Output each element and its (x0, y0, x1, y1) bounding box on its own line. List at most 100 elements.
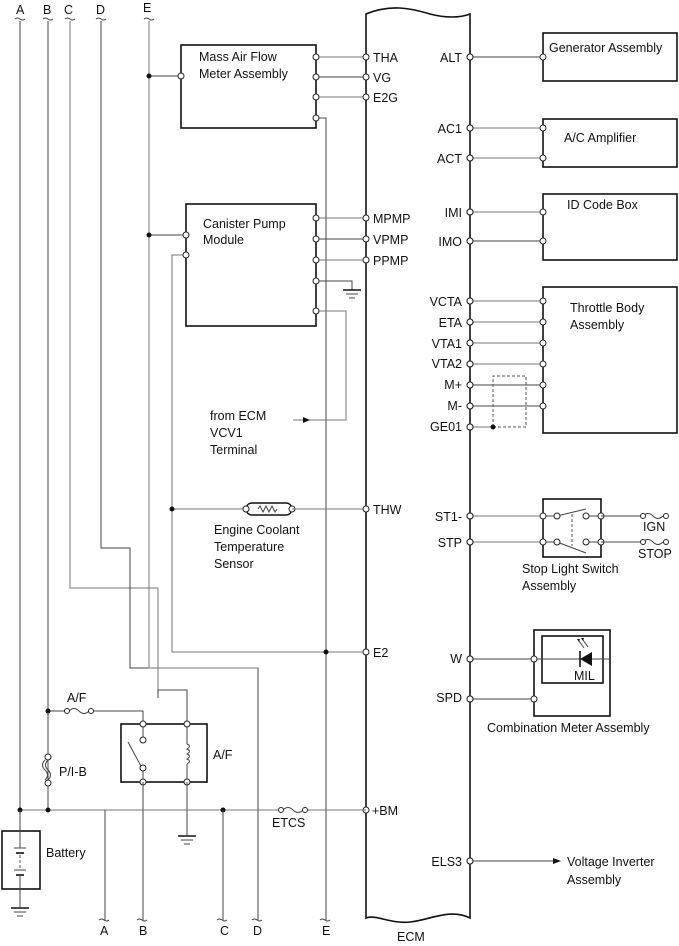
svg-text:Canister Pump: Canister Pump (203, 217, 286, 231)
pin-ac1: AC1 (438, 122, 462, 136)
ecm-right-pin-terminal (466, 360, 474, 368)
top-connector-labels: A B C D E (16, 1, 151, 17)
power-bus: ETCS (17, 807, 366, 920)
ecm-right-pin-terminal (466, 318, 474, 326)
connector-label-bottom-d: D (253, 924, 262, 938)
pin-thw: THW (373, 503, 402, 517)
bottom-break-marks (98, 918, 331, 922)
pin-act: ACT (437, 152, 462, 166)
svg-text:ID Code Box: ID Code Box (567, 198, 639, 212)
svg-text:Mass Air Flow: Mass Air Flow (199, 50, 278, 64)
ecm-right-pins: ALT AC1 ACT IMI IMO VCTA ETA VTA1 VTA2 M… (430, 51, 463, 869)
ecm-right-pin-terminal (466, 124, 474, 132)
ecm-right-pin-terminal (466, 655, 474, 663)
connector-label-bottom-e: E (322, 924, 330, 938)
ecm-right-pin-terminal (466, 339, 474, 347)
pin-tha: THA (373, 51, 399, 65)
ecm-right-pin-terminal (466, 237, 474, 245)
svg-text:VCV1: VCV1 (210, 426, 243, 440)
ecm-right-pin-terminal (466, 53, 474, 61)
pin-imi: IMI (445, 206, 462, 220)
bottom-connector-labels: A B C D E (100, 924, 330, 938)
canister-pump-module: Canister Pump Module (146, 203, 366, 653)
ecm-right-pin-terminal (466, 208, 474, 216)
ecm-right-pin-terminal (466, 512, 474, 520)
pin-vcta: VCTA (430, 295, 463, 309)
pin-m-minus: M- (447, 399, 462, 413)
ecm-right-pin-terminal (466, 538, 474, 546)
etcs-label: ETCS (272, 816, 305, 830)
pin-e2: E2 (373, 646, 388, 660)
svg-text:Engine Coolant: Engine Coolant (214, 523, 300, 537)
bus-lines (19, 21, 259, 920)
svg-text:Terminal: Terminal (210, 443, 257, 457)
ecm-right-pin-terminal (466, 381, 474, 389)
svg-text:Voltage Inverter: Voltage Inverter (567, 855, 655, 869)
svg-text:P/I-B: P/I-B (59, 765, 87, 779)
svg-text:Meter Assembly: Meter Assembly (199, 67, 289, 81)
svg-text:Battery: Battery (46, 846, 86, 860)
connector-label-bottom-a: A (100, 924, 109, 938)
connector-label-top-d: D (96, 3, 105, 17)
combination-meter-assembly: MIL Combination Meter Assembly (466, 629, 650, 735)
ecm-right-pin-terminal (466, 695, 474, 703)
pin-spd: SPD (436, 691, 462, 705)
pin-alt: ALT (440, 51, 462, 65)
maf-meter-assembly: Mass Air Flow Meter Assembly (146, 44, 366, 920)
ecm-right-pin-terminal (466, 857, 474, 865)
svg-text:A/F: A/F (213, 748, 233, 762)
ac-amplifier: A/C Amplifier (466, 118, 678, 168)
ecm-right-pin-terminal (466, 423, 474, 431)
svg-text:Throttle Body: Throttle Body (570, 301, 645, 315)
connector-label-bottom-c: C (220, 924, 229, 938)
svg-text:Stop Light Switch: Stop Light Switch (522, 562, 619, 576)
svg-text:A/C Amplifier: A/C Amplifier (564, 131, 636, 145)
voltage-inverter-assembly: Voltage Inverter Assembly (466, 855, 655, 887)
pin-ge01: GE01 (430, 420, 462, 434)
ecm-right-pin-terminal (466, 402, 474, 410)
ign-label: IGN (643, 520, 665, 534)
pin-vta1: VTA1 (432, 337, 462, 351)
engine-coolant-temperature-sensor: Engine Coolant Temperature Sensor (169, 502, 366, 571)
from-ecm-vcv1-note: from ECM VCV1 Terminal (210, 409, 266, 457)
id-code-box: ID Code Box (466, 193, 678, 261)
pin-m-plus: M+ (444, 378, 462, 392)
pin-els3: ELS3 (431, 855, 462, 869)
stop-light-switch-assembly: IGN STOP Stop Light Switch Assembly (466, 498, 672, 593)
mil-label: MIL (574, 669, 595, 683)
pin-w: W (450, 652, 462, 666)
connector-label-top-a: A (16, 3, 25, 17)
pin-ppmp: PPMP (373, 254, 408, 268)
svg-text:Assembly: Assembly (522, 579, 577, 593)
af-relay: A/F (120, 689, 233, 920)
svg-text:Assembly: Assembly (570, 318, 625, 332)
top-break-marks (14, 17, 155, 21)
svg-text:Combination Meter Assembly: Combination Meter Assembly (487, 721, 650, 735)
pib-fuse: P/I-B (42, 753, 87, 787)
svg-text:Sensor: Sensor (214, 557, 254, 571)
ecm-body (365, 7, 471, 924)
generator-assembly: Generator Assembly (466, 32, 678, 82)
af-fuse: A/F (45, 691, 144, 724)
pin-stp: STP (438, 536, 462, 550)
svg-text:Assembly: Assembly (567, 873, 622, 887)
pin-vg: VG (373, 71, 391, 85)
svg-text:A/F: A/F (67, 691, 87, 705)
pin-eta: ETA (439, 316, 463, 330)
pin-plus-bm: +BM (372, 804, 398, 818)
pin-vpmp: VPMP (373, 233, 408, 247)
ecm-left-pins: THA VG E2G MPMP VPMP PPMP THW E2 +BM (362, 51, 411, 818)
connector-label-top-e: E (143, 1, 151, 15)
pin-vta2: VTA2 (432, 357, 462, 371)
pin-e2g: E2G (373, 91, 398, 105)
pin-mpmp: MPMP (373, 212, 411, 226)
ecm-right-pin-terminal (466, 154, 474, 162)
svg-text:from ECM: from ECM (210, 409, 266, 423)
connector-label-top-c: C (64, 3, 73, 17)
battery: Battery (1, 810, 86, 917)
ecm-label: ECM (397, 930, 425, 944)
svg-text:Temperature: Temperature (214, 540, 284, 554)
svg-text:Module: Module (203, 233, 244, 247)
throttle-body-assembly: Throttle Body Assembly (466, 286, 678, 434)
